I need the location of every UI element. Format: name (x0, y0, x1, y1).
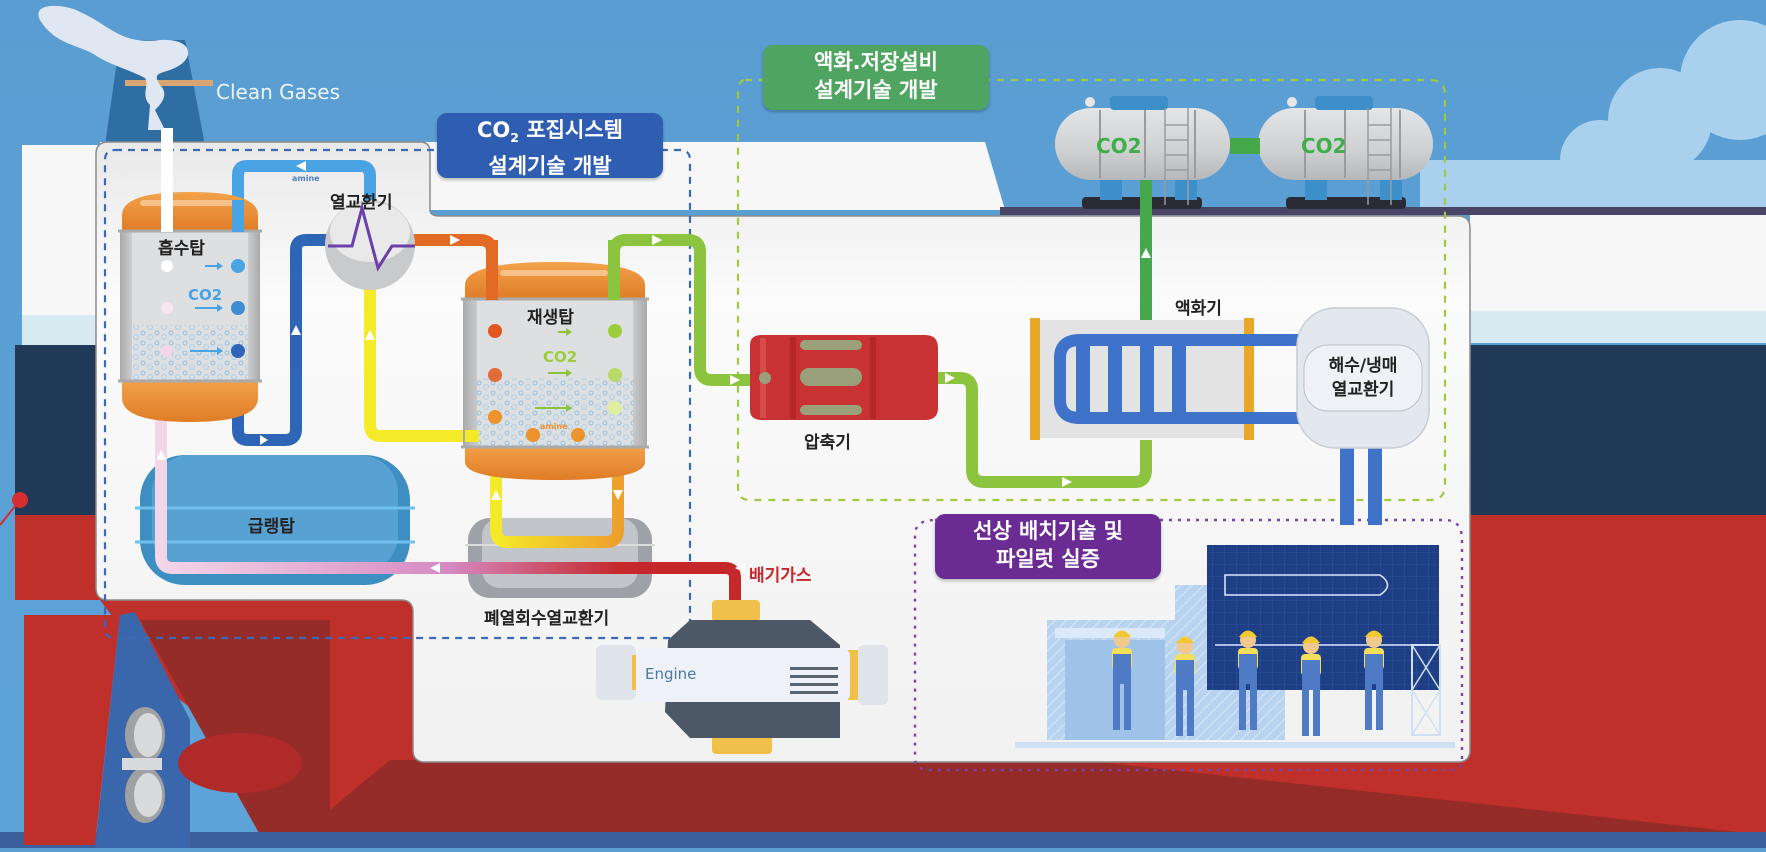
engine-room (95, 141, 1471, 763)
cooling-tower (135, 455, 415, 585)
onboard-badge-line2: 파일럿 실증 (996, 547, 1100, 571)
co2-tank-2-text: CO2 (1301, 134, 1347, 158)
worker-figure (1364, 630, 1384, 730)
propeller-icon (122, 707, 302, 823)
seawater-refrigerant-exchanger (1296, 307, 1430, 525)
co2-regen-label: CO2 (543, 348, 578, 366)
cooling-tower-label: 급랭탑 (248, 517, 295, 537)
liquefaction-badge-line1: 액화.저장설비 (814, 50, 938, 74)
onboard-badge-line1: 선상 배치기술 및 (973, 519, 1123, 543)
co2-absorber-label: CO2 (188, 286, 223, 304)
compressor-label: 압축기 (804, 433, 851, 453)
hull-shadow (300, 760, 1766, 835)
worker-figure (1238, 630, 1258, 730)
amine-label-regen: amine (540, 422, 568, 431)
absorber-tower (118, 192, 262, 422)
pipe-lean-return (364, 280, 470, 442)
liquefaction-badge: 액화.저장설비 설계기술 개발 (763, 45, 989, 110)
regenerator-label: 재생탑 (527, 308, 574, 328)
seawater-exchanger-line2: 열교환기 (1331, 380, 1395, 400)
co2-tank-1-label: CO2 (1096, 134, 1142, 158)
liquefaction-region (736, 78, 1447, 502)
capture-badge-line2: 설계기술 개발 (488, 154, 612, 179)
engine (596, 600, 888, 754)
exhaust-gas-label: 배기가스 (749, 566, 812, 586)
liquefier-label: 액화기 (1175, 299, 1222, 319)
regenerator-tower (461, 262, 649, 480)
co2-tank-2-label: CO2 (1301, 134, 1347, 158)
capture-system-badge: CO2 포집시스템 설계기술 개발 (437, 113, 663, 178)
worker-figure (1175, 636, 1195, 736)
heat-exchanger-label: 열교환기 (330, 193, 393, 213)
clean-gases-label: Clean Gases (216, 80, 341, 104)
co2-tank-1-text: CO2 (1096, 134, 1142, 158)
onboard-pilot-badge: 선상 배치기술 및 파일럿 실증 (935, 514, 1161, 579)
waste-heat-exchanger-label: 폐열회수열교환기 (484, 609, 610, 629)
worker-figures (1112, 630, 1384, 736)
ship-superstructure-left (22, 145, 102, 345)
amine-label-top: amine (292, 174, 320, 183)
rudder (24, 615, 120, 845)
pipe-rich-amine (232, 234, 330, 446)
engine-label: Engine (645, 665, 697, 683)
worker-figure (1301, 636, 1321, 736)
heat-exchanger-sphere (325, 200, 415, 290)
pipe-compressor-to-liquefier (935, 372, 1152, 488)
compressor (750, 335, 938, 420)
absorber-label: 흡수탑 (158, 239, 205, 259)
cloud-decoration (1420, 20, 1766, 220)
funnel-band (125, 80, 213, 86)
capture-system-region (103, 148, 692, 640)
capture-badge-line1: CO2 포집시스템 (477, 118, 623, 146)
seawater-exchanger-label: 해수/냉매 열교환기 (1304, 354, 1422, 402)
seawater-exchanger-line1: 해수/냉매 (1328, 356, 1398, 376)
tank-connector-pipe (1230, 138, 1260, 154)
ship-deck-line (1000, 207, 1766, 215)
co2-storage-tank-2 (1258, 96, 1433, 209)
pipe-exhaust-gas (155, 370, 741, 605)
liquefier (1030, 318, 1320, 440)
water (0, 832, 1766, 848)
liquefaction-badge-line2: 설계기술 개발 (814, 78, 938, 102)
onboard-region (913, 518, 1464, 772)
smoke-plume (38, 5, 189, 131)
worker-figure (1112, 630, 1132, 730)
